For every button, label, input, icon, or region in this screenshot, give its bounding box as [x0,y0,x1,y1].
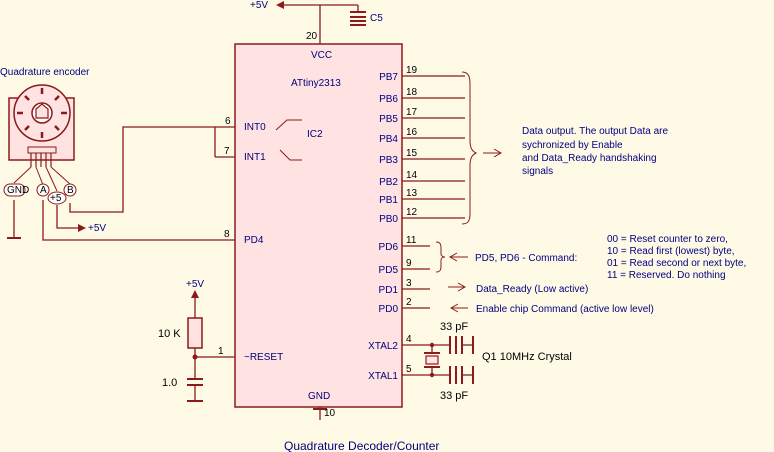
pin-number: 7 [224,146,230,157]
crystal-cap-top-label: 33 pF [440,321,468,333]
command-prefix: PD5, PD6 - Command: [475,253,577,264]
vcc-pin-number: 20 [306,31,318,42]
vcc-supply-label: +5V [250,0,268,11]
pin-number: 5 [406,364,412,375]
ic2-chip: VCC GND ATtiny2313 IC2 [234,43,403,408]
pin-label: INT1 [244,152,266,163]
pin-number: 17 [406,107,418,118]
pin-number: 6 [225,116,231,127]
pin-number: 11 [406,235,417,246]
pin-number: 16 [406,127,418,138]
pin-number: 14 [406,170,418,181]
data-output-note-line-2: sychronized by Enable [522,140,623,151]
encoder-pin-5v: +5 [50,193,62,204]
pin-label: PD1 [379,285,399,296]
gnd-pin-number: 10 [324,408,336,419]
reset-supply-label: +5V [186,279,204,290]
data-output-annotation: Data output. The output Data are sychron… [461,71,668,225]
reset-network: +5V 10 K 1.0 [158,279,204,402]
pin-label: PB7 [379,72,398,83]
resistor-label: 10 K [158,328,181,340]
pin-label: ~RESET [244,352,283,363]
pin-label: INT0 [244,122,266,133]
data-ready-annotation: Data_Ready (Low active) [448,282,588,295]
pin-number: 13 [406,188,418,199]
command-10: 10 = Read first (lowest) byte, [607,246,735,257]
command-00: 00 = Reset counter to zero, [607,234,728,245]
encoder-supply-label: +5V [88,223,106,234]
pin-label: PB5 [379,114,398,125]
pin-number: 19 [406,65,418,76]
pin-label: PB3 [379,155,398,166]
command-11: 11 = Reserved. Do nothing [607,270,726,281]
c5-label: C5 [370,13,383,24]
chip-ref: IC2 [307,129,323,140]
pin-label: XTAL2 [368,341,398,352]
data-ready-note: Data_Ready (Low active) [476,284,588,295]
pin-label: PB0 [379,214,398,225]
pin-number: 12 [406,207,418,218]
encoder-title: Quadrature encoder [0,67,90,78]
pin-number: 1 [218,346,224,357]
gnd-pin: 10 [313,407,336,420]
pin-label: PD5 [379,265,399,276]
encoder-pin-gnd: GND [7,185,29,196]
pin-label: XTAL1 [368,371,398,382]
chip-gnd-label: GND [308,391,330,402]
pin-number: 9 [406,258,412,269]
pin-number: 8 [224,229,230,240]
pin-label: PB4 [379,134,398,145]
vcc-supply: +5V 20 C5 [250,0,383,44]
pin-label: PB1 [379,195,398,206]
pin-label: PD0 [379,304,399,315]
right-pins: 19PB718PB617PB516PB415PB314PB213PB112PB0… [368,65,465,382]
enable-note: Enable chip Command (active low level) [476,304,654,315]
pin-label: PB2 [379,177,398,188]
diagram-title: Quadrature Decoder/Counter [284,439,439,452]
left-pin-pd4: 8 PD4 [215,229,264,246]
pin-label: PB6 [379,94,398,105]
left-pin-int1: 7 INT1 [215,146,302,163]
chip-name: ATtiny2313 [291,78,341,89]
encoder-pin-b: B [67,185,74,196]
command-annotation: PD5, PD6 - Command: 00 = Reset counter t… [435,234,746,281]
left-pin-reset: 1 ~RESET [195,346,283,363]
pin-number: 4 [406,334,412,345]
pin-number: 3 [406,278,412,289]
capacitor-label: 1.0 [162,377,177,389]
left-pin-int0: 6 INT0 [215,116,302,133]
crystal-network: 33 pF 33 pF Q1 10MHz Crystal [402,321,572,402]
crystal-cap-bottom-label: 33 pF [440,390,468,402]
pin-number: 18 [406,87,418,98]
encoder-pin-a: A [40,185,47,196]
data-output-note-line-1: Data output. The output Data are [522,126,668,137]
encoder-wiring: +5V [7,126,216,241]
enable-annotation: Enable chip Command (active low level) [449,303,654,315]
chip-vcc-label: VCC [311,50,332,61]
pin-number: 15 [406,148,418,159]
crystal-label: Q1 10MHz Crystal [482,351,572,363]
pin-number: 2 [406,297,412,308]
quadrature-encoder: Quadrature encoder GND A [0,67,90,205]
data-output-note-line-4: signals [522,166,553,177]
pin-label: PD6 [379,242,399,253]
pin-label: PD4 [244,235,264,246]
command-01: 01 = Read second or next byte, [607,258,746,269]
data-output-note-line-3: and Data_Ready handshaking [522,153,657,164]
